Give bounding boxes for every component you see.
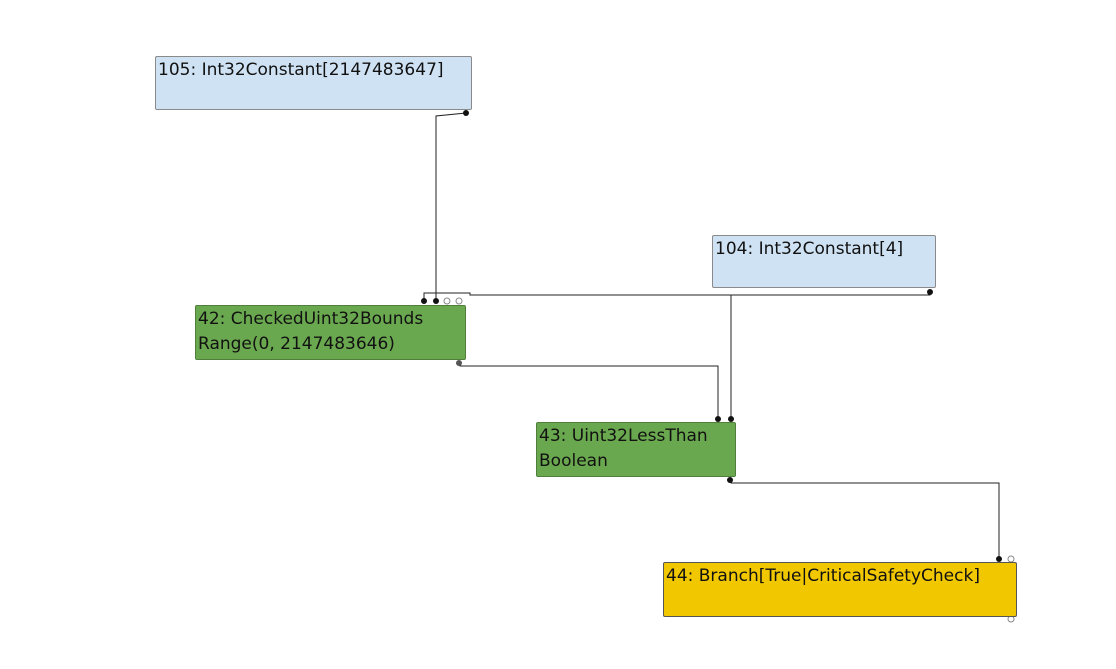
node-label-line: 43: Uint32LessThan [539, 426, 708, 446]
input-port-42-d[interactable] [455, 297, 463, 305]
node-104-int32-constant[interactable]: 104: Int32Constant[4] [712, 235, 936, 288]
node-label-line: Boolean [539, 451, 608, 471]
output-port-42[interactable] [456, 360, 462, 366]
edge-43-to-44 [729, 479, 1000, 558]
input-port-42-b[interactable] [433, 298, 439, 304]
node-label-line: 105: Int32Constant[2147483647] [158, 60, 444, 80]
node-105-int32-constant[interactable]: 105: Int32Constant[2147483647] [155, 56, 472, 110]
node-42-checked-uint32-bounds[interactable]: 42: CheckedUint32Bounds Range(0, 2147483… [195, 305, 466, 360]
input-port-42-c[interactable] [443, 297, 451, 305]
node-43-uint32-less-than[interactable]: 43: Uint32LessThan Boolean [536, 422, 736, 477]
input-port-44-a[interactable] [996, 556, 1002, 562]
node-label-line: 44: Branch[True|CriticalSafetyCheck] [666, 566, 980, 586]
edge-42-to-43 [458, 362, 719, 418]
node-label-line: 104: Int32Constant[4] [715, 239, 904, 259]
output-port-105[interactable] [463, 110, 469, 116]
output-port-43[interactable] [727, 477, 733, 483]
input-port-43-a[interactable] [715, 416, 721, 422]
node-label-line: 42: CheckedUint32Bounds [198, 309, 424, 329]
edge-104-to-42 [423, 292, 931, 300]
output-port-104[interactable] [927, 289, 933, 295]
input-port-42-a[interactable] [421, 298, 427, 304]
node-label-line: Range(0, 2147483646) [198, 334, 395, 354]
node-44-branch[interactable]: 44: Branch[True|CriticalSafetyCheck] [663, 562, 1017, 617]
edge-105-to-42 [435, 112, 467, 300]
input-port-43-b[interactable] [728, 416, 734, 422]
